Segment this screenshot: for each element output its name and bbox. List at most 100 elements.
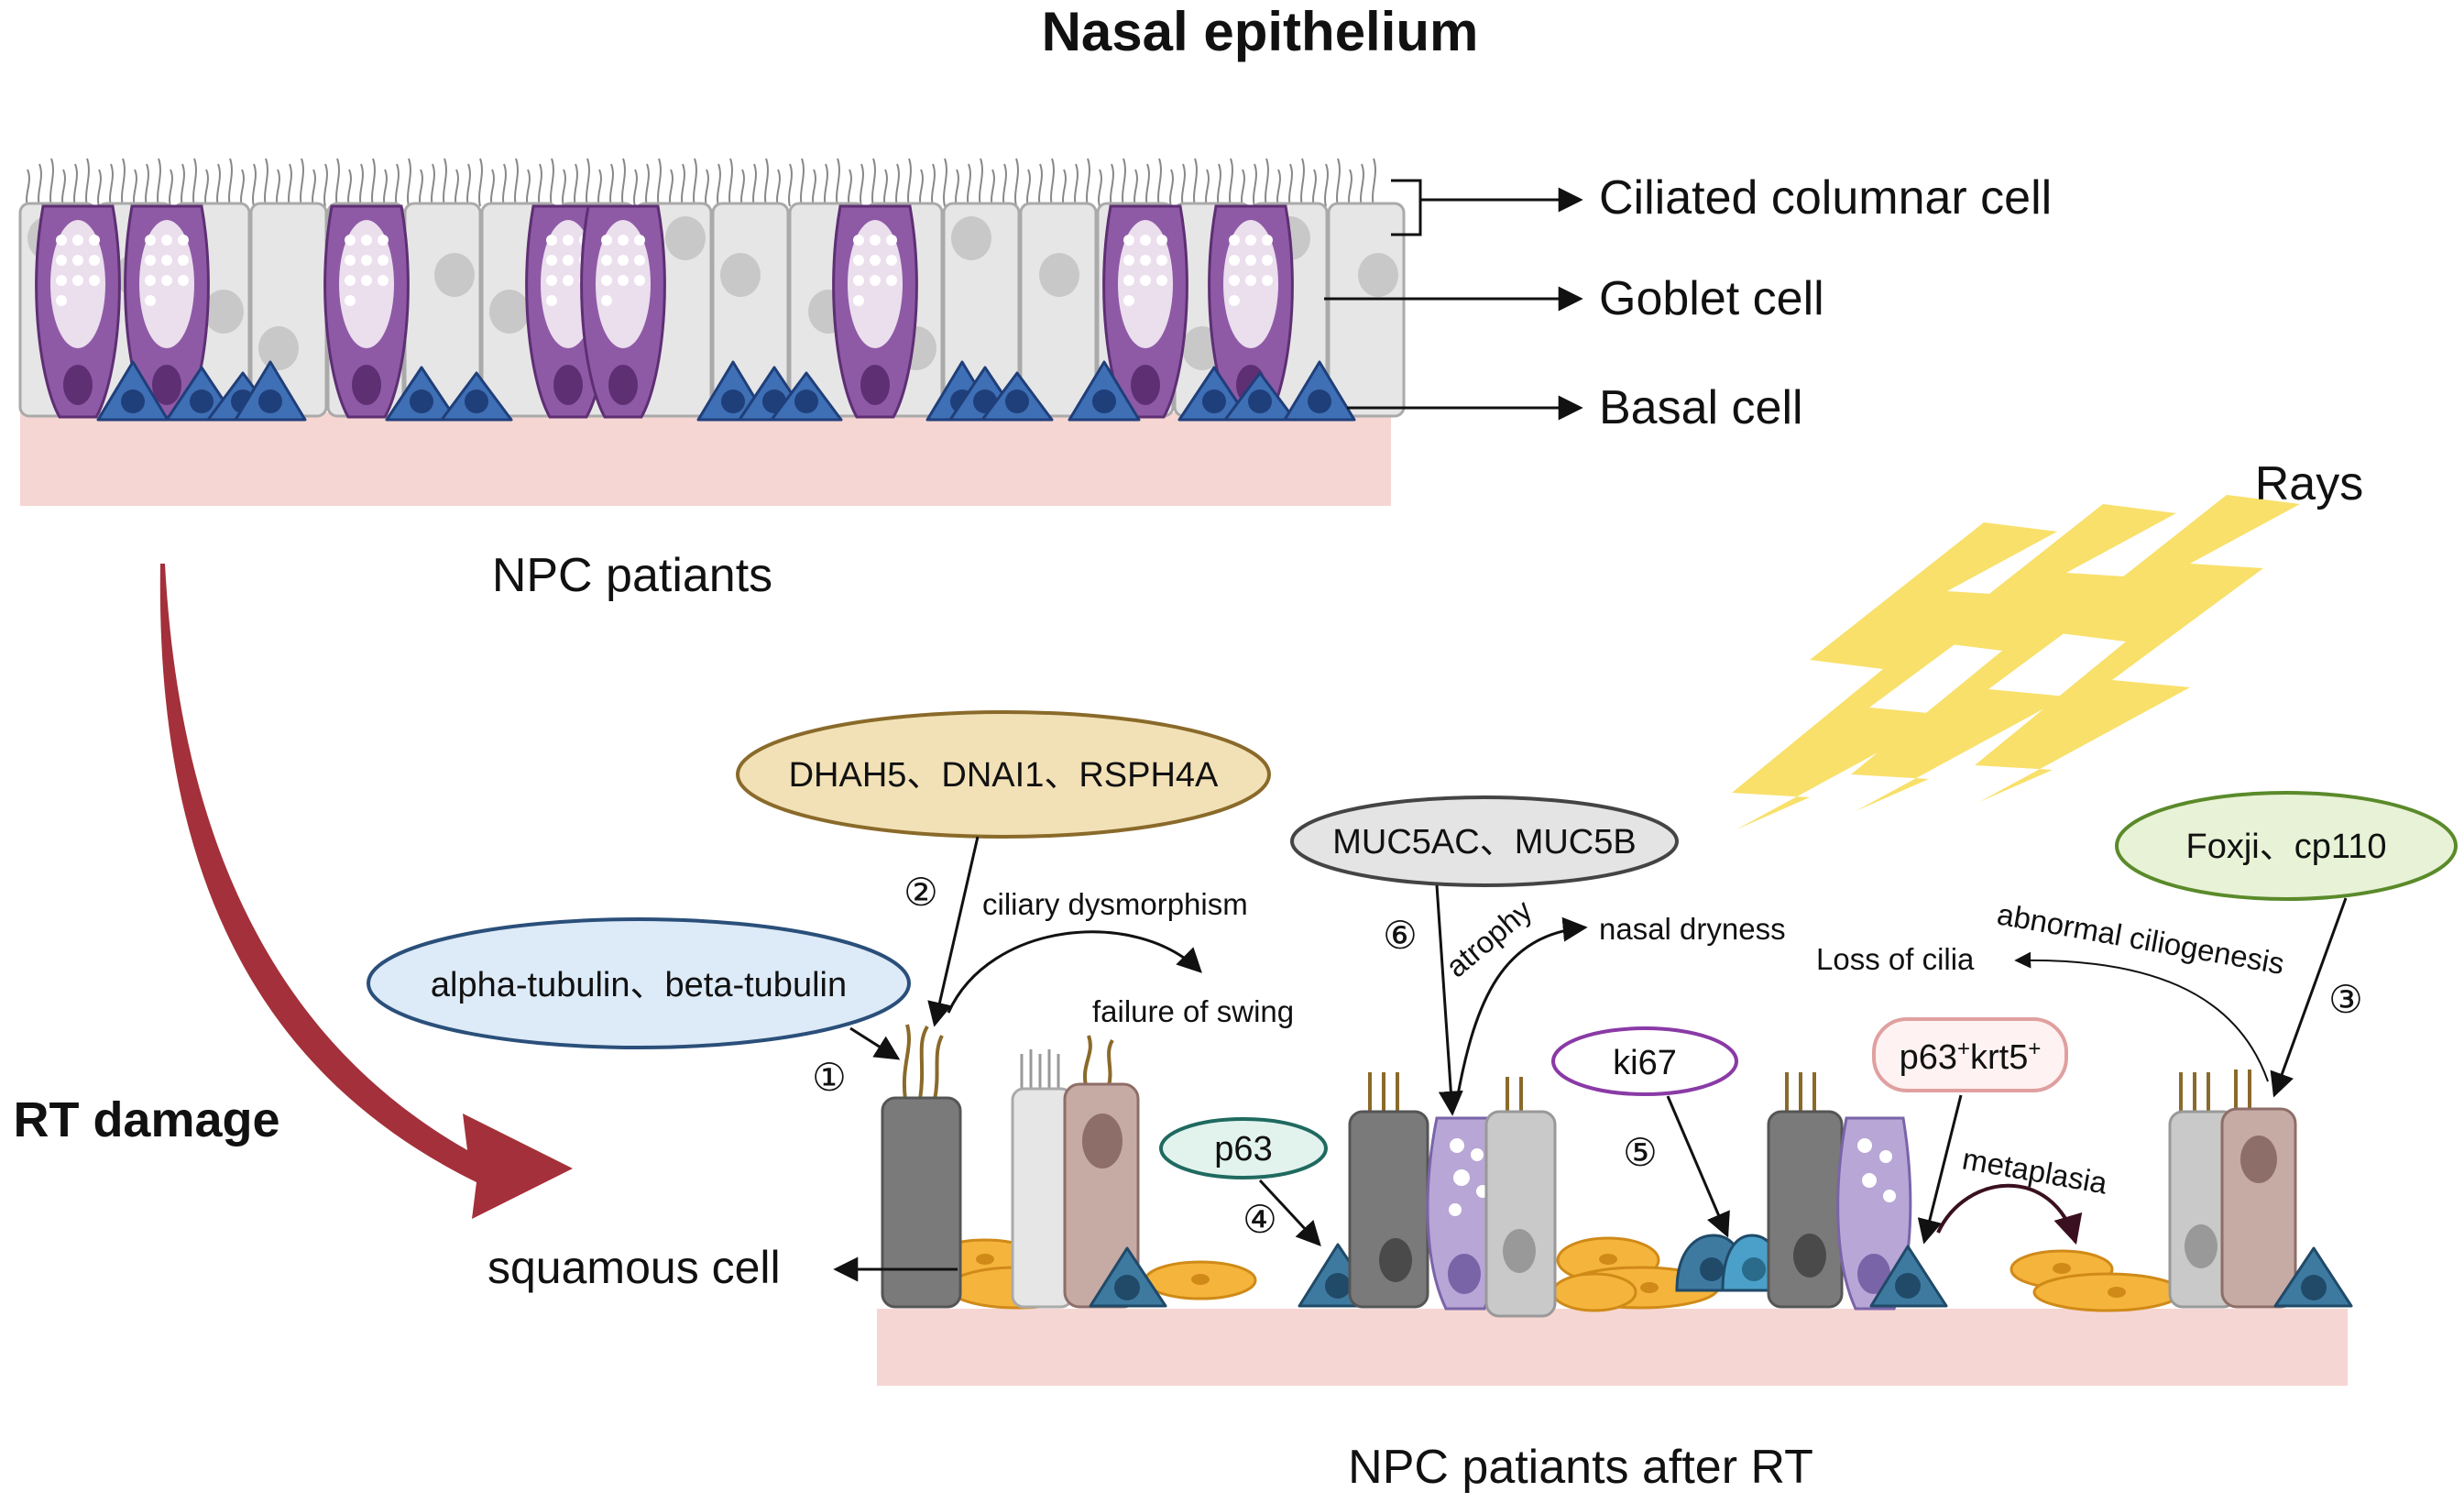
swing-arrow: [947, 930, 1202, 1014]
mucin-granule: [56, 255, 67, 266]
cilium: [1110, 163, 1114, 207]
cilium: [204, 169, 209, 207]
mucin-granule: [1245, 275, 1256, 286]
cilium: [550, 158, 554, 207]
cilium: [431, 163, 435, 207]
metaplasia-arrow: [1936, 1183, 2083, 1245]
mucin-granule: [361, 275, 372, 286]
p63-krt5-text: p63+krt5+: [1900, 1037, 2042, 1077]
basal-nucleus: [1114, 1275, 1140, 1300]
cilium: [1038, 163, 1043, 207]
rt-damage-label: RT damage: [13, 1092, 279, 1147]
cilium: [395, 163, 400, 207]
cilia-light-cell: [1506, 1077, 1523, 1114]
cilium: [407, 158, 411, 207]
cilium: [73, 163, 78, 207]
mucin-granule: [345, 275, 356, 286]
muc5-arrow: [1435, 884, 1463, 1116]
mucin-granule: [1471, 1148, 1484, 1161]
before-caption: NPC patiants: [492, 549, 772, 602]
ciliated-cell-nucleus: [951, 216, 991, 260]
normal-epithelium: [18, 158, 1406, 506]
cilium: [85, 158, 90, 207]
ciliated-cell-nucleus: [489, 290, 530, 334]
cilium: [705, 169, 709, 207]
ciliated-label-group: Ciliated columnar cell: [1391, 171, 2052, 236]
cilium: [1074, 163, 1079, 207]
cilium: [1086, 158, 1090, 207]
mucin-granule: [1123, 295, 1134, 306]
cilium: [1276, 169, 1281, 207]
goblet-nucleus: [63, 365, 93, 405]
cilium: [800, 158, 805, 207]
p63-text: p63: [1214, 1130, 1272, 1168]
cilium: [752, 163, 757, 207]
light-gray-cell: [1011, 1087, 1074, 1309]
number-4: ④: [1243, 1198, 1277, 1241]
cilium: [871, 158, 876, 207]
cilium: [359, 163, 364, 207]
ciliated-cell-nucleus: [203, 290, 244, 334]
cilium: [824, 163, 828, 207]
mucin-granule: [1123, 255, 1134, 266]
cilium: [1217, 163, 1221, 207]
marker-ki67: ki67 ⑤: [1551, 1026, 1738, 1238]
cilium: [61, 169, 66, 207]
goblet-nucleus: [553, 365, 583, 405]
cilium: [1157, 158, 1162, 207]
cilium: [252, 163, 257, 207]
lamina-propria-bottom: [877, 1309, 2348, 1386]
cilium: [133, 169, 137, 207]
basal-nucleus: [465, 389, 488, 413]
number-2: ②: [903, 871, 938, 914]
dark-gray-cell: [1767, 1110, 1844, 1309]
mucin-granule: [89, 275, 100, 286]
mucin-granule: [546, 255, 557, 266]
cilium: [97, 169, 102, 207]
cilium: [1288, 163, 1293, 207]
cilium: [312, 169, 316, 207]
mucin-granule: [563, 255, 574, 266]
cilium: [454, 169, 459, 207]
cilium: [776, 169, 781, 207]
lightning-bolt-2: [1851, 504, 2176, 811]
cilium: [264, 158, 268, 207]
cilia-brown-cell: [2234, 1070, 2251, 1111]
cilium: [1229, 158, 1233, 207]
mucin-granule: [1229, 235, 1240, 246]
mucin-granule: [546, 295, 557, 306]
squamous-nucleus: [2108, 1287, 2126, 1298]
basal-nucleus: [258, 389, 282, 413]
cilium: [657, 158, 662, 207]
cilium: [574, 163, 578, 207]
goblet-nucleus: [352, 365, 381, 405]
light-cell-nucleus: [2185, 1224, 2218, 1268]
cilium: [812, 169, 816, 207]
mucin-granule: [378, 255, 389, 266]
loss-cilia-arrow: [2014, 951, 2269, 1082]
tubulin-oval: [367, 917, 911, 1049]
mucin-granule: [618, 275, 629, 286]
cilium: [1324, 163, 1329, 207]
squamous-nucleus: [2053, 1263, 2071, 1274]
cilium: [740, 169, 745, 207]
mucin-granule: [1123, 235, 1134, 246]
basal-nucleus: [410, 389, 433, 413]
loss-of-cilia: Loss of cilia: [1816, 942, 1975, 976]
cilium: [1062, 169, 1067, 207]
nasal-dryness: nasal dryness: [1599, 912, 1786, 946]
cilium: [1169, 169, 1174, 207]
cilium: [514, 158, 519, 207]
goblet-like-nucleus: [1448, 1254, 1481, 1294]
ciliated-cell-nucleus: [720, 253, 761, 297]
cilium: [883, 169, 888, 207]
tubulin-text: alpha-tubulin、beta-tubulin: [431, 966, 847, 1004]
basal-nucleus: [1325, 1273, 1351, 1299]
rays-label: Rays: [2255, 457, 2363, 510]
dhah5-text: DHAH5、DNAI1、RSPH4A: [789, 756, 1219, 795]
cilium: [1336, 158, 1341, 207]
cilium: [621, 158, 626, 207]
squamous-cell: [1551, 1272, 1637, 1312]
mucin-granule: [886, 235, 897, 246]
cilium: [502, 163, 507, 207]
